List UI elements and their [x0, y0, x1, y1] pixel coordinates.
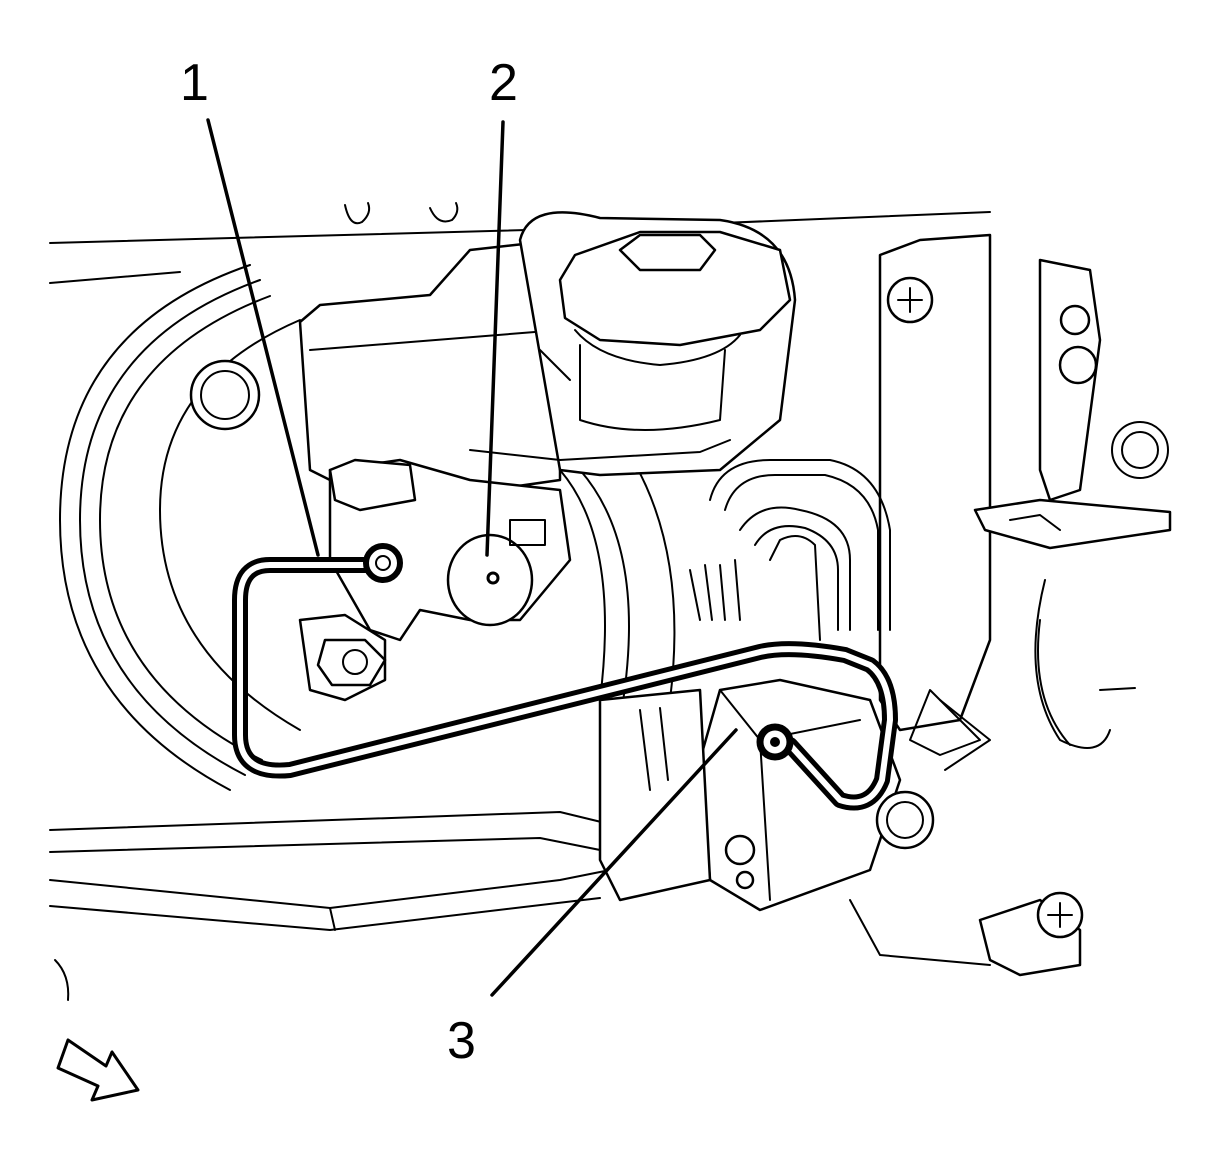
callout-leaders — [206, 118, 738, 997]
leader-2 — [485, 120, 505, 557]
master-cylinder-reservoir — [298, 211, 797, 502]
brake-booster — [59, 264, 676, 791]
view-direction-arrow-icon — [56, 1038, 140, 1102]
master-cylinder — [298, 458, 572, 702]
callout-2: 2 — [489, 54, 518, 112]
leader-3 — [490, 728, 738, 997]
brake-lines-background — [689, 459, 991, 771]
mounting-bracket — [878, 233, 1172, 749]
leader-1 — [206, 118, 320, 557]
highlighted-brake-pipe — [232, 543, 898, 811]
callout-3: 3 — [447, 1012, 476, 1070]
callout-1: 1 — [180, 54, 209, 112]
abs-modulator — [598, 678, 1084, 977]
